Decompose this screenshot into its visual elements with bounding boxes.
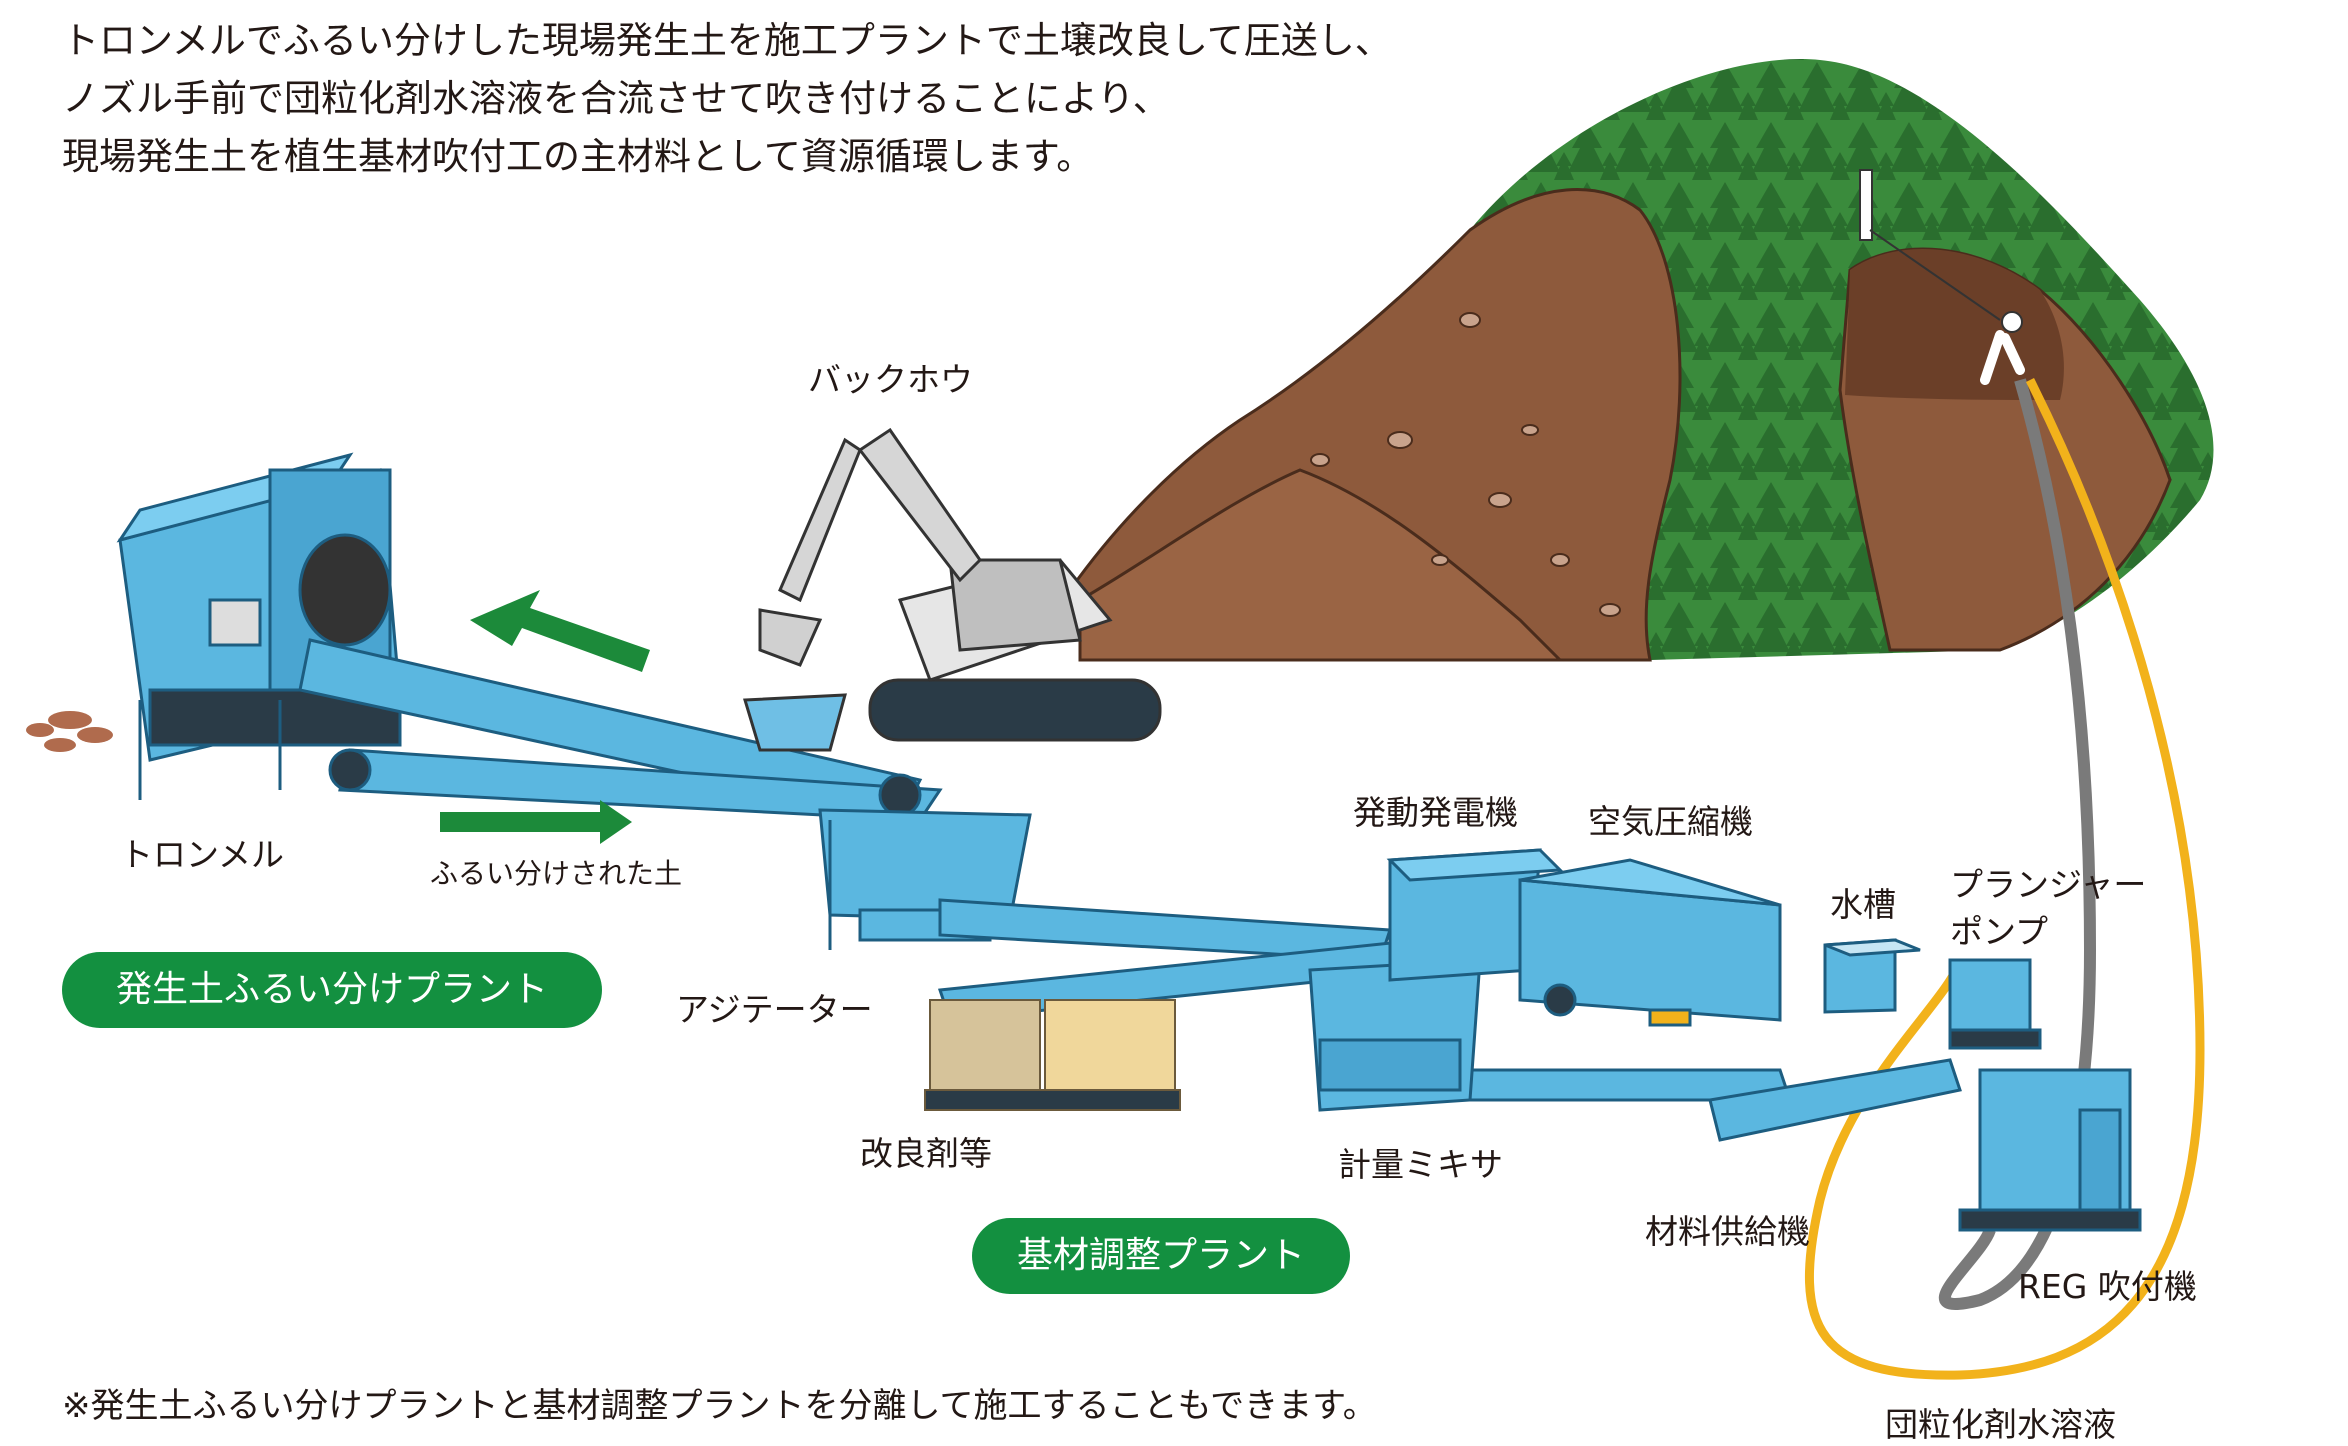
label-screened-soil: ふるい分けされた土 <box>430 857 683 890</box>
label-agitator: アジテーター <box>676 990 873 1029</box>
water-tank <box>1823 938 1921 1014</box>
label-reg-sprayer: REG 吹付機 <box>2018 1267 2197 1306</box>
label-metering-mixer: 計量ミキサ <box>1338 1145 1503 1184</box>
soil-pile <box>26 711 113 752</box>
arrow-up-left <box>470 590 650 672</box>
label-plunger-pump-1: プランジャー <box>1950 865 2147 904</box>
mountain <box>1067 59 2214 662</box>
plant-badge-base-adjust: 基材調整プラント <box>972 1218 1350 1294</box>
label-modifier: 改良剤等 <box>860 1134 992 1173</box>
generator <box>1386 848 1564 982</box>
label-aggregant-solution: 団粒化剤水溶液 <box>1885 1405 2116 1444</box>
intro-text: トロンメルでふるい分けした現場発生土を施工プラントで土壌改良して圧送し、 ノズル… <box>62 12 1442 186</box>
modifier-pallets <box>924 999 1181 1111</box>
hose-yellow <box>1804 377 2205 1380</box>
reg-sprayer <box>1958 1068 2142 1232</box>
intro-line: 現場発生土を植生基材吹付工の主材料として資源循環します。 <box>62 135 1094 178</box>
metering-mixer <box>1308 958 1482 1112</box>
trommel <box>116 452 402 800</box>
compressor <box>1518 858 1782 1027</box>
label-backhoe: バックホウ <box>808 360 973 399</box>
label-generator: 発動発電機 <box>1353 793 1518 832</box>
label-compressor: 空気圧縮機 <box>1588 802 1753 841</box>
footnote: ※発生土ふるい分けプラントと基材調整プラントを分離して施工することもできます。 <box>62 1386 1377 1426</box>
label-trommel: トロンメル <box>120 835 285 874</box>
backhoe <box>743 427 1162 752</box>
intro-line: トロンメルでふるい分けした現場発生土を施工プラントで土壌改良して圧送し、 <box>62 19 1392 62</box>
intro-line: ノズル手前で団粒化剤水溶液を合流させて吹き付けることにより、 <box>62 77 1170 120</box>
label-water-tank: 水槽 <box>1830 885 1896 924</box>
plunger-pump <box>1948 958 2042 1050</box>
plant-badge-screening: 発生土ふるい分けプラント <box>62 952 602 1028</box>
arrow-right <box>440 800 632 844</box>
label-plunger-pump-2: ポンプ <box>1950 912 2049 951</box>
label-material-feeder: 材料供給機 <box>1645 1212 1810 1251</box>
